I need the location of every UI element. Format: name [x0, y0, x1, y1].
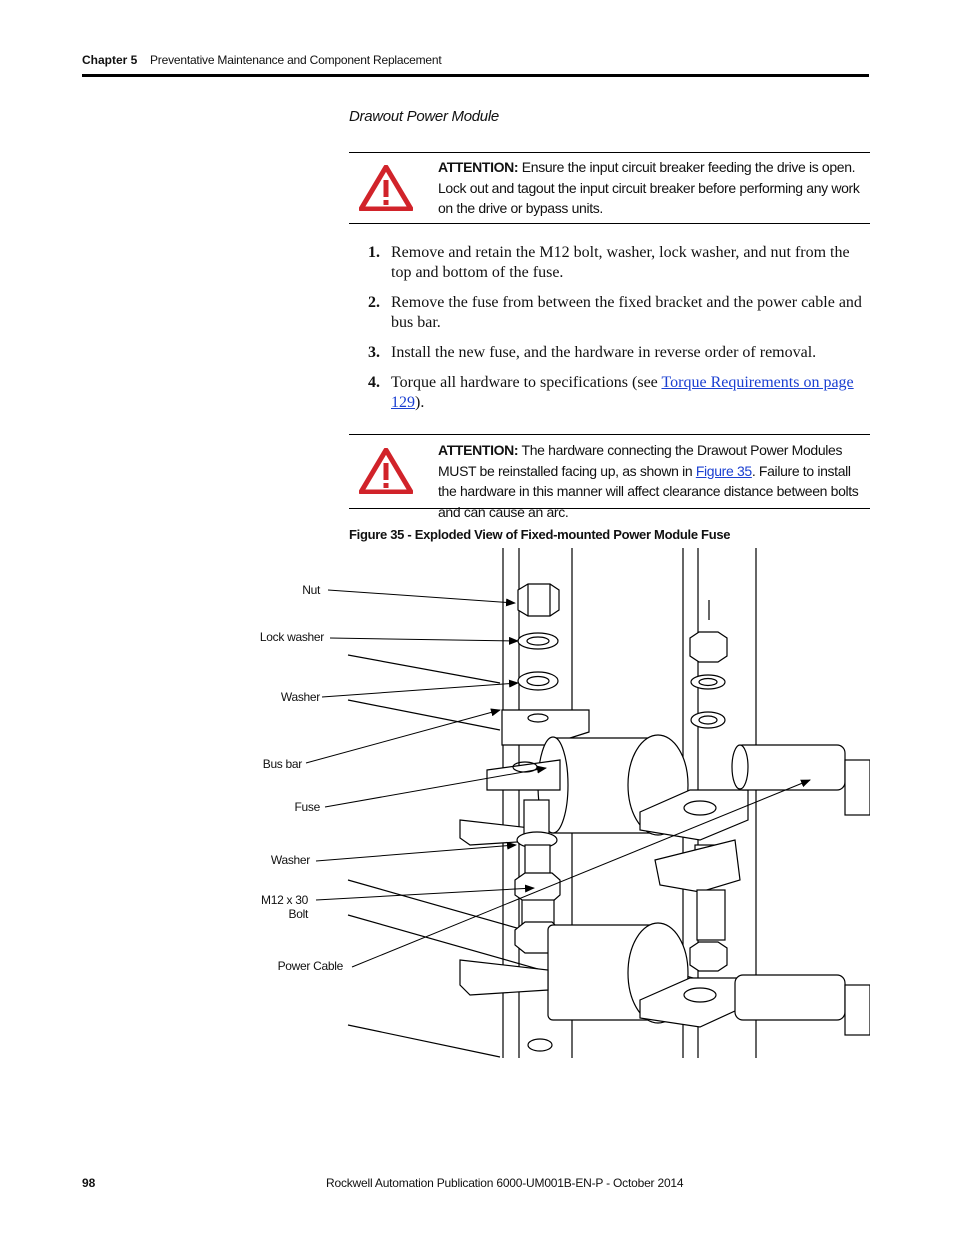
chapter-title: Preventative Maintenance and Component R… [150, 53, 442, 67]
callout-power-cable: Power Cable [277, 959, 344, 973]
step-item: 4. Torque all hardware to specifications … [349, 373, 869, 413]
attention-text-2: ATTENTION: The hardware connecting the D… [438, 440, 863, 522]
callout-lock-washer: Lock washer [259, 630, 324, 644]
callout-nut: Nut [302, 583, 320, 597]
figure-caption: Figure 35 - Exploded View of Fixed-mount… [349, 527, 731, 542]
attention-box-2: ATTENTION: The hardware connecting the D… [349, 434, 870, 520]
step-number: 1. [368, 244, 380, 261]
step-text-after: ). [415, 394, 425, 411]
callout-washer-bottom: Washer [270, 853, 310, 867]
attention-box-1: ATTENTION: Ensure the input circuit brea… [349, 152, 870, 224]
section-title: Drawout Power Module [349, 108, 499, 125]
torque-requirements-link[interactable]: Torque Requirements on page 129 [391, 374, 854, 411]
callout-m12-bolt: M12 x 30 Bolt [261, 893, 308, 921]
publication-info: Rockwell Automation Publication 6000-UM0… [326, 1176, 684, 1190]
attention-body-before: The hardware connecting the Drawout Powe… [438, 442, 843, 479]
step-item: 3. Install the new fuse, and the hardware… [349, 343, 869, 363]
step-number: 2. [368, 294, 380, 311]
step-item: 1. Remove and retain the M12 bolt, washer… [349, 243, 869, 283]
step-number: 3. [368, 344, 380, 361]
figure-35-link[interactable]: Figure 35 [695, 462, 752, 479]
header-rule [82, 74, 869, 77]
attention-body-after: . Failure to install the hardware in thi… [438, 462, 859, 520]
exploded-fuse-drawing [305, 548, 870, 1058]
warning-triangle-icon [359, 448, 413, 494]
step-text: Remove and retain the M12 bolt, washer, … [391, 244, 850, 281]
attention-body: Ensure the input circuit breaker feeding… [438, 159, 860, 216]
attention-label: ATTENTION: [438, 159, 519, 175]
page-number: 98 [82, 1176, 96, 1190]
warning-triangle-icon [359, 165, 413, 211]
callout-washer-top: Washer [280, 690, 320, 704]
step-text: Install the new fuse, and the hardware i… [391, 344, 817, 361]
step-number: 4. [368, 374, 380, 391]
callout-fuse: Fuse [294, 800, 321, 814]
chapter-label: Chapter 5 [82, 53, 138, 67]
attention-label: ATTENTION: [438, 442, 519, 458]
procedure-steps: 1. Remove and retain the M12 bolt, washer… [349, 243, 869, 423]
step-text: Remove the fuse from between the fixed b… [391, 294, 862, 331]
step-text-before: Torque all hardware to specifications (s… [391, 374, 662, 391]
callout-bus-bar: Bus bar [262, 757, 303, 771]
step-item: 2. Remove the fuse from between the fixed… [349, 293, 869, 333]
attention-text-1: ATTENTION: Ensure the input circuit brea… [438, 157, 863, 219]
